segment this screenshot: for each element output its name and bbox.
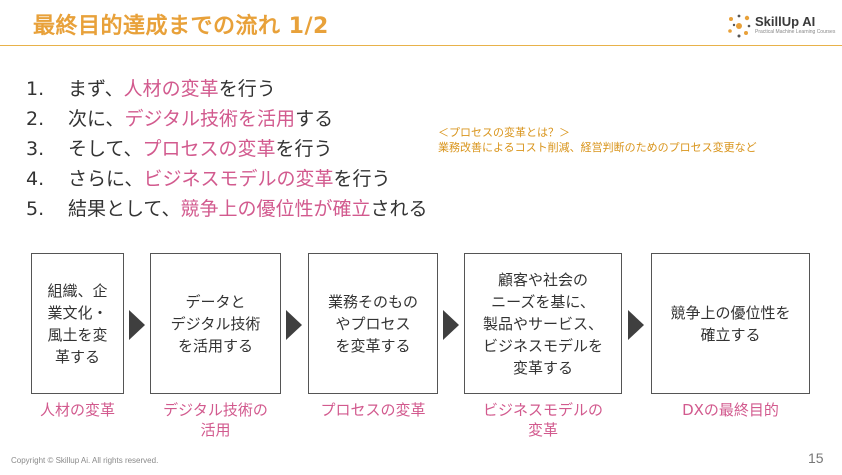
skillup-logo: SkillUp AI Practical Machine Learning Co… <box>726 13 835 39</box>
title-divider <box>0 45 842 46</box>
flow-box-competitive: 競争上の優位性を確立する <box>651 253 810 394</box>
page-number: 15 <box>808 450 824 466</box>
logo-dots-icon <box>728 14 751 38</box>
step-item: 1.まず、人材の変革を行う <box>26 78 276 100</box>
flow-caption: ビジネスモデルの変革 <box>482 401 603 439</box>
logo-text: SkillUp AI <box>755 14 816 29</box>
flow-box-digital: データとデジタル技術を活用する <box>150 253 281 394</box>
step-item: 3.そして、プロセスの変革を行う <box>26 138 333 160</box>
flow-arrow-icon <box>628 310 644 340</box>
process-note: ＜プロセスの変革とは？＞ 業務改善によるコスト削減、経営判断のためのプロセス変更… <box>438 125 757 155</box>
flow-caption: 人材の変革 <box>39 401 115 419</box>
step-item: 5.結果として、競争上の優位性が確立される <box>26 198 428 220</box>
flow-arrow-icon <box>286 310 302 340</box>
flow-caption: DXの最終目的 <box>682 401 779 419</box>
copyright-footer: Copyright © Skillup Ai. All rights reser… <box>11 456 159 465</box>
steps-list: 1.まず、人材の変革を行う 2.次に、デジタル技術を活用する 3.そして、プロセ… <box>26 74 428 224</box>
note-title: ＜プロセスの変革とは？＞ <box>438 126 570 139</box>
flow-arrow-icon <box>129 310 145 340</box>
flow-box-process: 業務そのものやプロセスを変革する <box>308 253 438 394</box>
slide-title: 最終目的達成までの流れ 1/2 <box>33 14 329 39</box>
flow-caption: デジタル技術の活用 <box>163 401 268 439</box>
flow-caption: プロセスの変革 <box>320 401 426 419</box>
step-item: 4.さらに、ビジネスモデルの変革を行う <box>26 168 391 190</box>
flow-arrow-icon <box>443 310 459 340</box>
flow-box-business-model: 顧客や社会のニーズを基に、製品やサービス、ビジネスモデルを変革する <box>464 253 622 394</box>
flow-box-talent: 組織、企業文化・風土を変革する <box>31 253 124 394</box>
logo-subtitle: Practical Machine Learning Courses <box>755 29 836 35</box>
note-text: 業務改善によるコスト削減、経営判断のためのプロセス変更など <box>438 141 757 154</box>
step-item: 2.次に、デジタル技術を活用する <box>26 108 334 130</box>
